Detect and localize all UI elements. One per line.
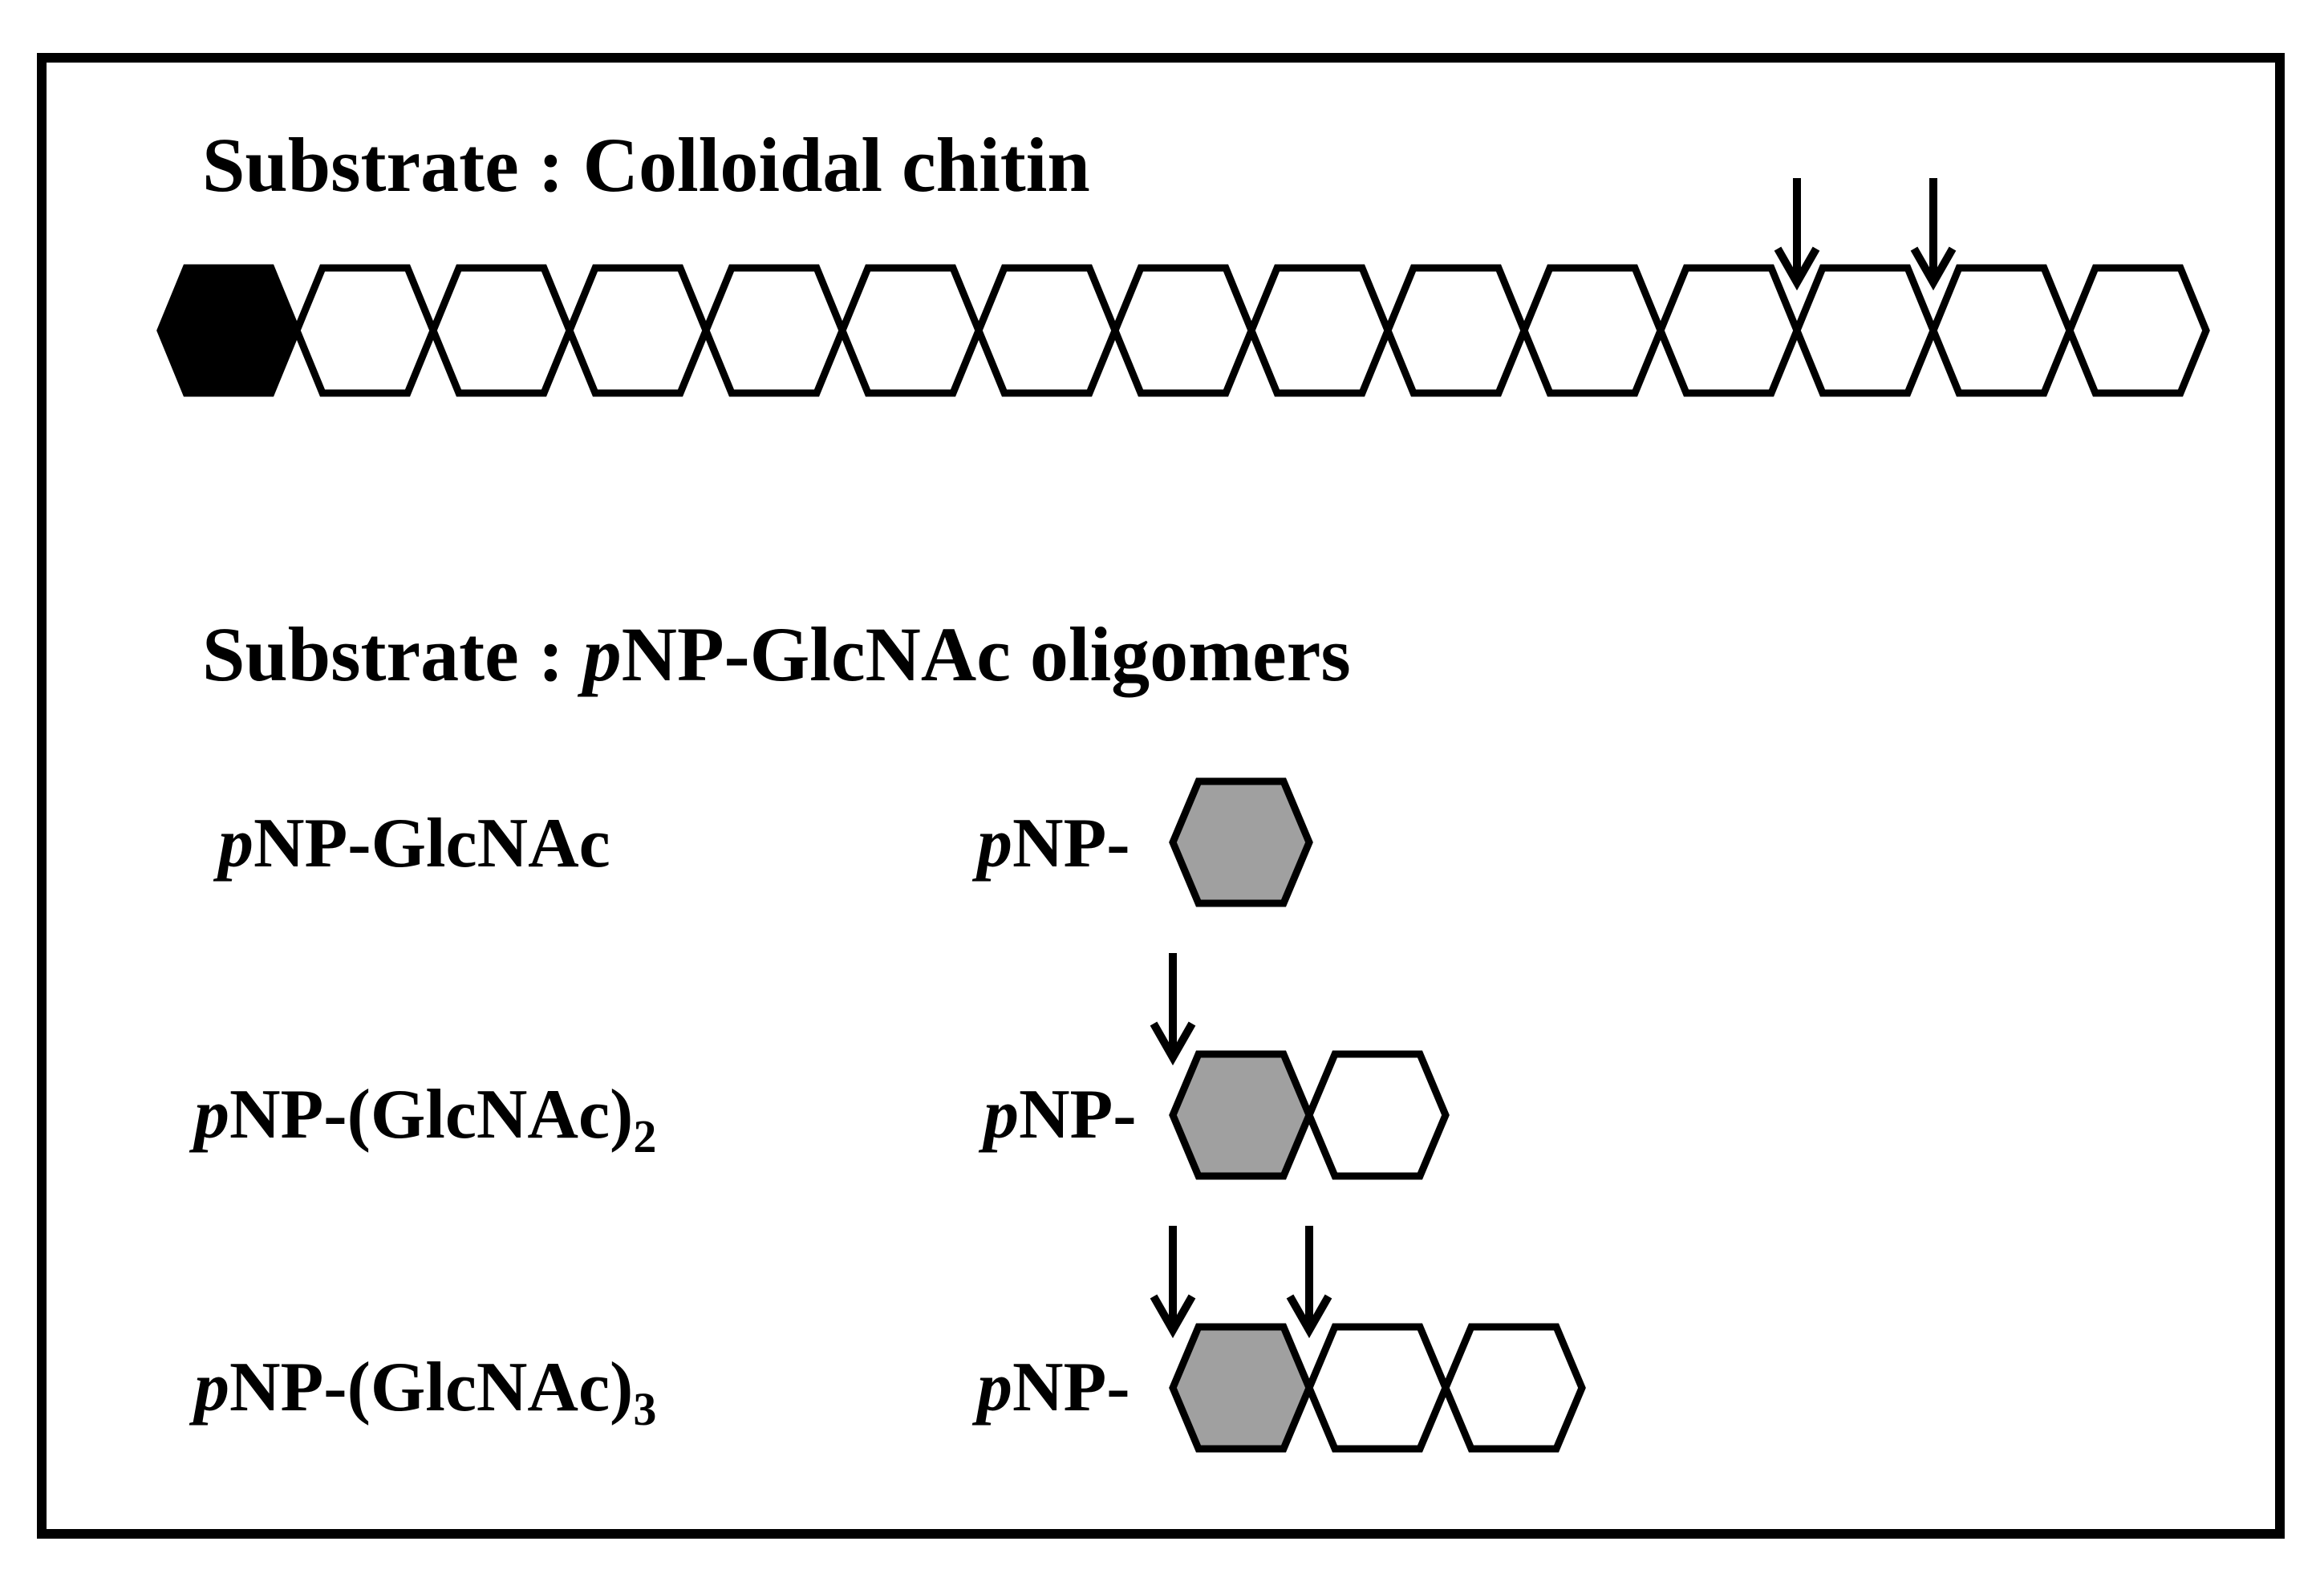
row-label-main: NP-(GlcNAc) <box>229 1076 633 1154</box>
row-label-subscript: 3 <box>633 1383 656 1435</box>
glcnac-unit <box>1657 264 1801 397</box>
glcnac-unit <box>1111 264 1255 397</box>
glcnac-unit <box>2066 264 2210 397</box>
cleavage-site-arrow <box>1910 178 1957 291</box>
cleavage-arrow-head <box>1286 1294 1332 1339</box>
cleavage-site-arrow <box>1150 953 1196 1066</box>
structure-p: p <box>971 805 1012 882</box>
glcnac-unit <box>1305 1323 1450 1453</box>
row-label-main: NP-GlcNAc <box>253 805 610 882</box>
reducing-end-glcnac-unit <box>156 264 301 397</box>
structure-prefix-pnp: pNP- <box>971 805 1130 882</box>
structure-pnp-glcnac2 <box>1150 953 1450 1180</box>
heading-prefix-2: Substrate : <box>202 611 583 697</box>
heading-substrate-name: Colloidal chitin <box>583 122 1090 208</box>
cleavage-arrow-head <box>1774 246 1820 291</box>
glcnac-unit <box>1247 264 1392 397</box>
heading-oligomer-name: NP-GlcNAc oligomers <box>622 611 1351 697</box>
row-label-pnp-glcnac: pNP-GlcNAc <box>213 805 610 882</box>
row-label-pnp-glcnac2: pNP-(GlcNAc)2 <box>189 1076 656 1162</box>
structure-pnp-glcnac <box>1169 777 1313 907</box>
row-label-main: NP-(GlcNAc) <box>229 1349 633 1426</box>
row-label-subscript: 2 <box>633 1110 656 1162</box>
structure-p: p <box>978 1076 1019 1154</box>
glcnac-unit <box>838 264 983 397</box>
pnp-linked-glcnac-unit <box>1169 1050 1313 1180</box>
glcnac-unit <box>1305 1050 1450 1180</box>
chitin-chain <box>156 178 2210 397</box>
heading-pnp-oligomers: Substrate : pNP-GlcNAc oligomers <box>202 611 1351 697</box>
glcnac-unit <box>1793 264 1937 397</box>
glcnac-unit <box>1520 264 1665 397</box>
cleavage-arrow-head <box>1150 1021 1196 1066</box>
glcnac-unit <box>429 264 574 397</box>
structure-p: p <box>971 1349 1012 1426</box>
figure-frame <box>37 53 2285 1539</box>
heading-p-italic: p <box>578 611 622 697</box>
row-label-p: p <box>213 805 253 882</box>
row-label-p: p <box>189 1076 229 1154</box>
structure-pnp-glcnac3 <box>1150 1226 1586 1453</box>
structure-np: NP- <box>1012 1349 1130 1426</box>
cleavage-site-arrow <box>1286 1226 1332 1339</box>
structure-prefix-pnp: pNP- <box>971 1349 1130 1426</box>
glcnac-unit <box>975 264 1119 397</box>
row-label-pnp-glcnac3: pNP-(GlcNAc)3 <box>189 1349 656 1435</box>
heading-prefix: Substrate : <box>202 122 583 208</box>
heading-colloidal-chitin: Substrate : Colloidal chitin <box>202 122 1090 208</box>
cleavage-site-arrow <box>1150 1226 1196 1339</box>
structure-prefix-pnp: pNP- <box>978 1076 1137 1154</box>
cleavage-site-arrow <box>1774 178 1820 291</box>
pnp-linked-glcnac-unit <box>1169 1323 1313 1453</box>
glcnac-unit <box>1442 1323 1586 1453</box>
glcnac-unit <box>702 264 846 397</box>
structure-np: NP- <box>1012 805 1130 882</box>
pnp-linked-glcnac-unit <box>1169 777 1313 907</box>
glcnac-unit <box>566 264 710 397</box>
glcnac-unit <box>1929 264 2074 397</box>
glcnac-unit <box>1384 264 1528 397</box>
cleavage-arrow-head <box>1150 1294 1196 1339</box>
glcnac-unit <box>293 264 437 397</box>
structure-np: NP- <box>1019 1076 1137 1154</box>
cleavage-arrow-head <box>1910 246 1957 291</box>
row-label-p: p <box>189 1349 229 1426</box>
